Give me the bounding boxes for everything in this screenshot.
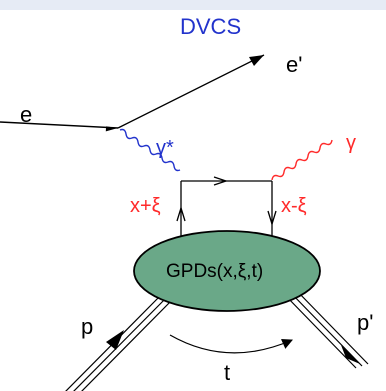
outgoing-proton-lines: [283, 289, 369, 369]
incoming-electron-arrow: [105, 126, 118, 132]
outgoing-proton-arrow: [341, 345, 360, 364]
momentum-transfer-arc: [169, 334, 293, 354]
outgoing-electron-line: [117, 54, 265, 129]
gpd-blob: [133, 230, 321, 312]
virtual-photon-wave: [119, 128, 181, 172]
incoming-electron-label: e: [20, 102, 33, 127]
incoming-electron-line: [0, 121, 119, 129]
gpd-label: GPDs(x,ξ,t): [166, 261, 264, 282]
quark-top-arrow: [213, 176, 229, 186]
outgoing-proton-label: p': [357, 310, 374, 335]
diagram-title: DVCS: [180, 14, 242, 39]
incoming-proton-lines: [65, 291, 177, 391]
real-photon-label: γ: [346, 132, 356, 154]
virtual-photon-label: γ*: [156, 137, 174, 159]
momentum-left-label: x+ξ: [130, 195, 161, 217]
quark-right-arrow: [267, 210, 277, 227]
incoming-proton-label: p: [81, 314, 94, 339]
momentum-right-label: x-ξ: [281, 195, 307, 217]
top-band: [0, 0, 386, 10]
outgoing-electron-label: e': [286, 52, 303, 77]
momentum-transfer-label: t: [224, 360, 231, 385]
incoming-proton-arrow: [106, 330, 124, 350]
real-photon-wave: [271, 139, 333, 181]
outgoing-electron-arrow: [249, 55, 264, 66]
quark-left-arrow: [176, 205, 186, 222]
